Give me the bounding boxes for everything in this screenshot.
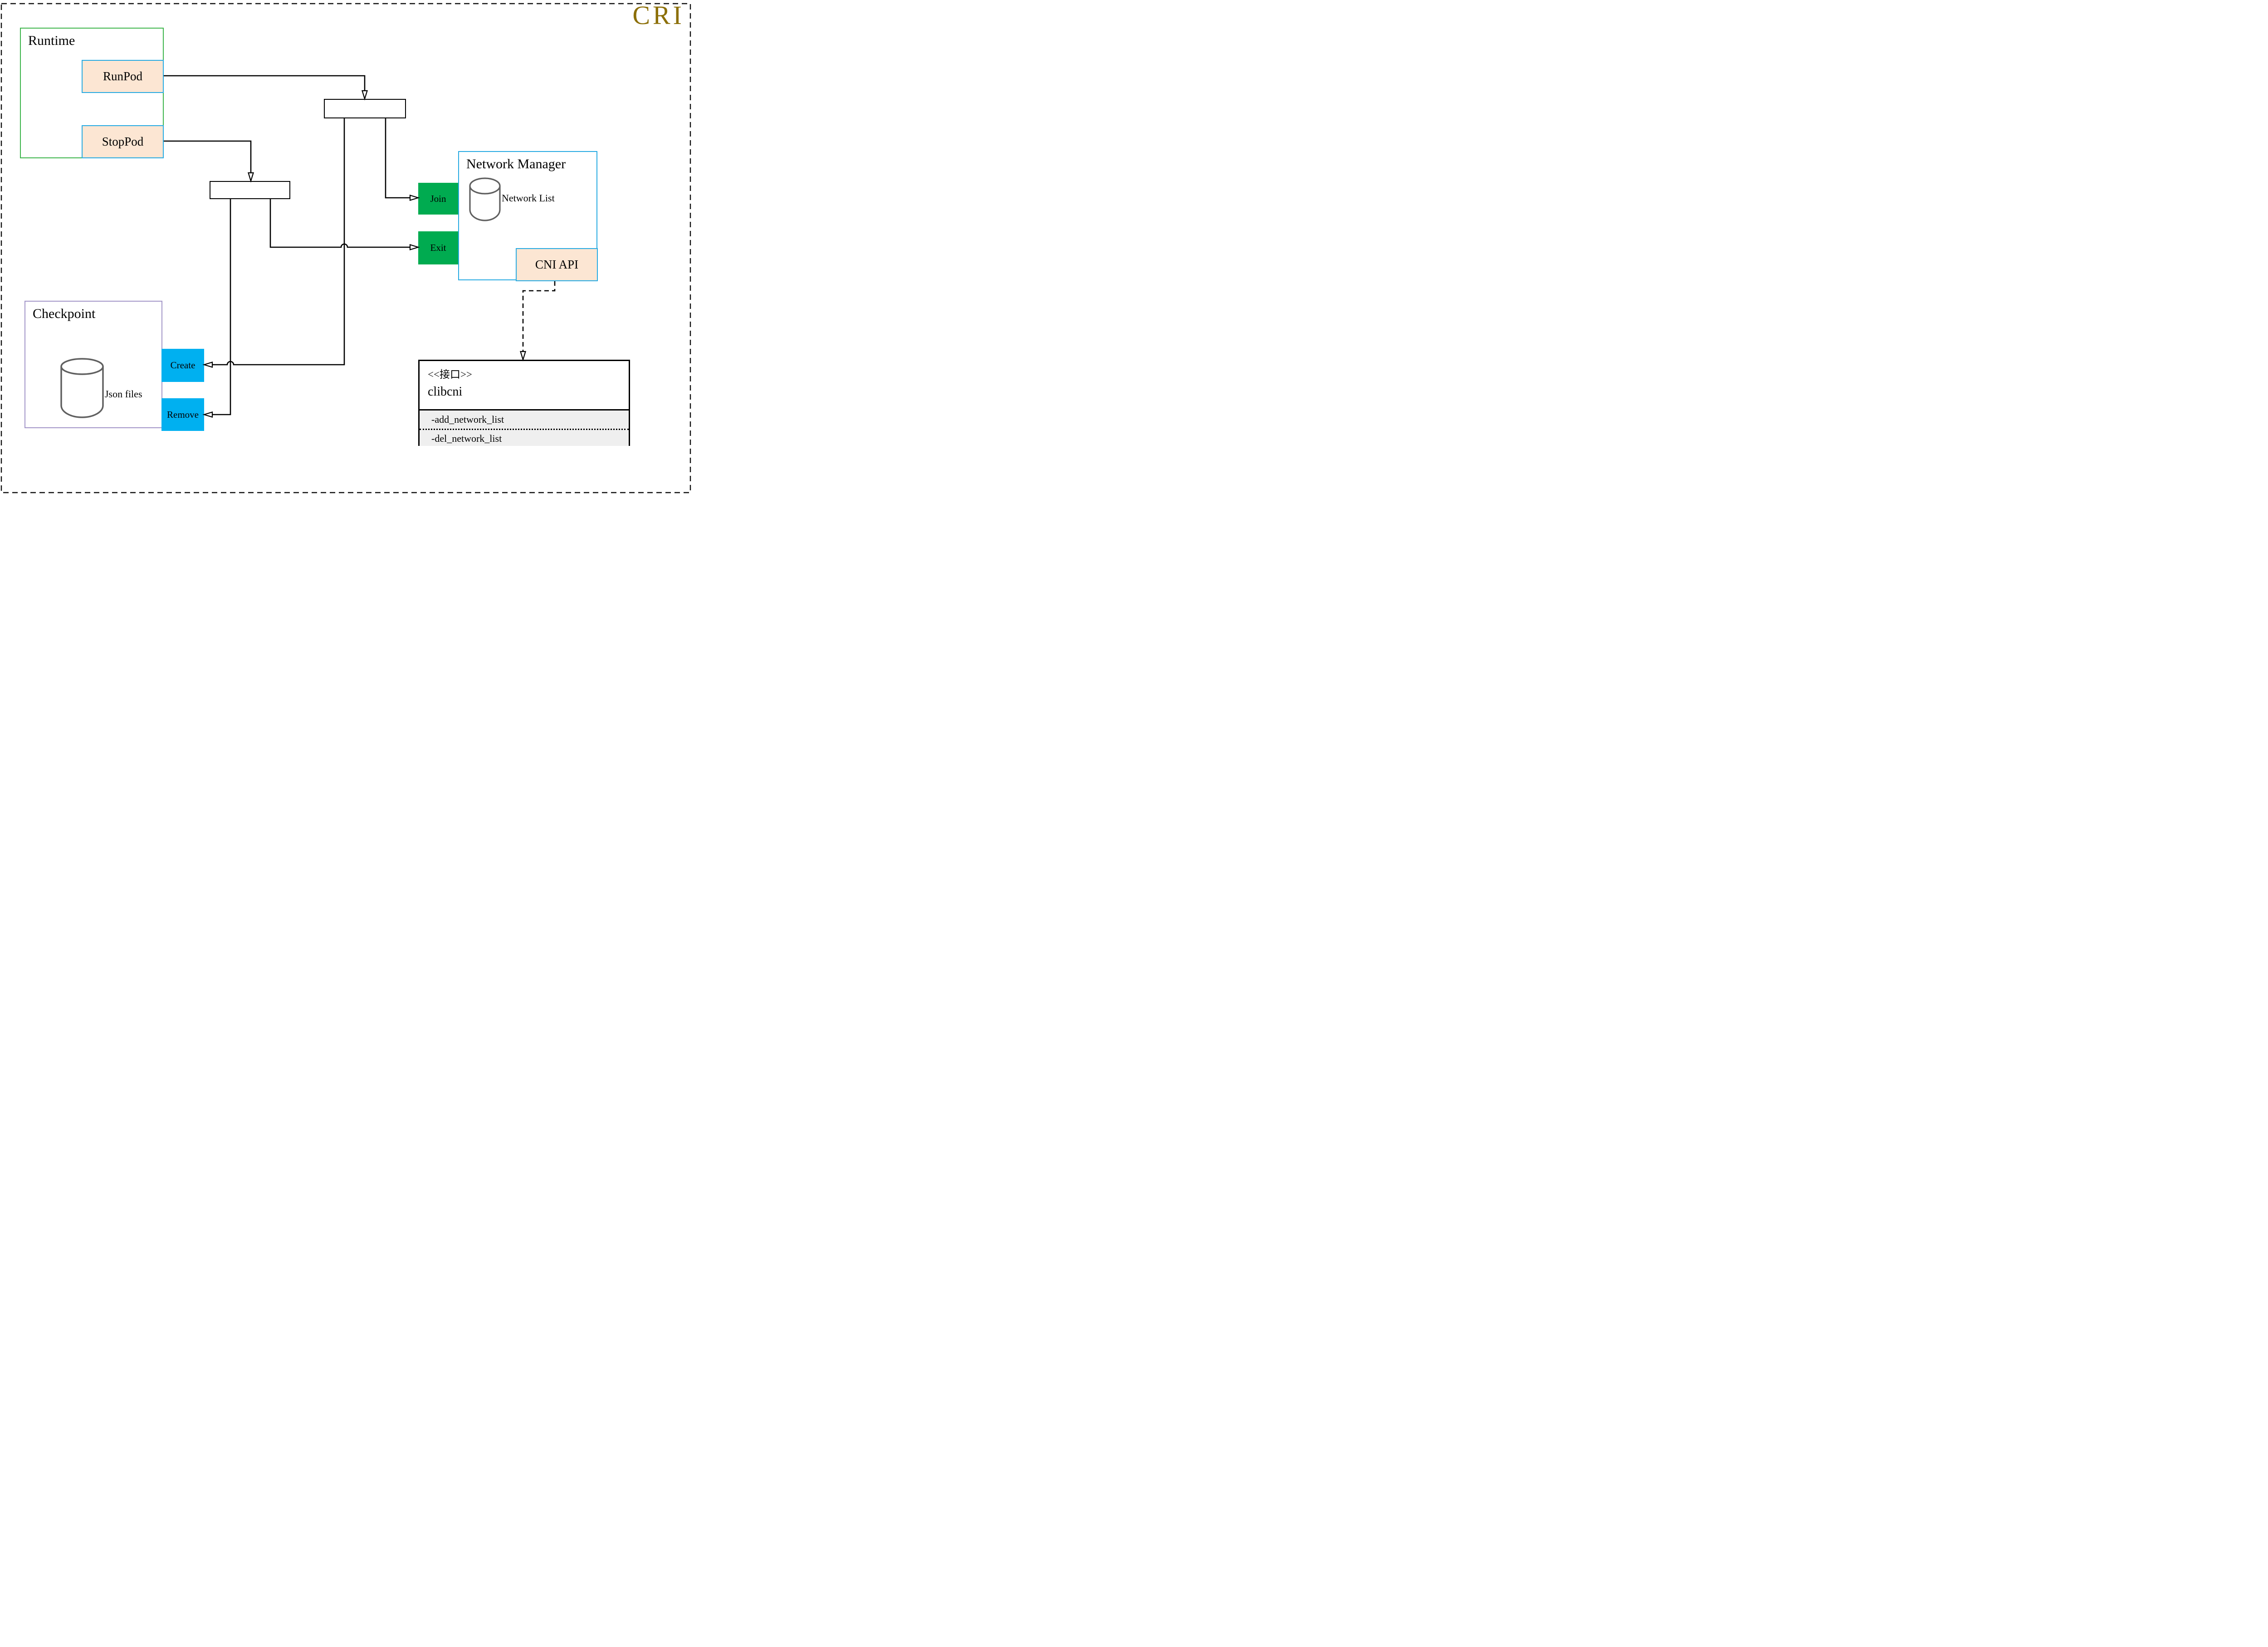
wire-runpod-to-node: [164, 75, 366, 91]
arrowhead-create: [202, 362, 213, 368]
cni-api-label: CNI API: [535, 258, 579, 271]
wire-node-to-create: [212, 118, 345, 366]
wire-node-to-join: [385, 118, 410, 199]
arrowhead-exit: [409, 244, 420, 250]
network-manager-title: Network Manager: [466, 156, 566, 171]
remove-node: Remove: [161, 398, 204, 431]
arrowhead-stoppod-node: [248, 172, 254, 183]
method-add-network-list: -add_network_list: [431, 414, 504, 425]
create-node: Create: [161, 349, 204, 382]
arrowhead-join: [409, 195, 420, 201]
stoppod-label: StopPod: [102, 135, 144, 148]
join-label: Join: [430, 193, 446, 204]
interface-name: clibcni: [428, 385, 463, 399]
runtime-title: Runtime: [28, 33, 75, 48]
json-files-label: Json files: [105, 388, 142, 400]
checkpoint-container: Checkpoint: [24, 301, 162, 428]
interface-stereotype: <<接口>>: [428, 369, 472, 380]
clibcni-header: <<接口>> clibcni: [420, 361, 629, 409]
wire-node-to-exit: [269, 199, 410, 248]
clibcni-methods-section: -add_network_list -del_network_list: [420, 409, 629, 446]
join-node: Join: [418, 183, 458, 215]
exit-node: Exit: [418, 231, 458, 264]
arrowhead-remove: [202, 411, 213, 418]
wire-node-to-remove: [212, 199, 231, 415]
diagram-title-cri: CRI: [632, 0, 684, 30]
wire-stoppod-to-node: [164, 140, 252, 173]
checkpoint-title: Checkpoint: [33, 306, 96, 321]
cni-api-node: CNI API: [516, 248, 598, 281]
method-del-network-list: -del_network_list: [420, 429, 629, 447]
stoppod-node: StopPod: [82, 125, 164, 158]
exit-label: Exit: [430, 242, 446, 253]
runpod-node: RunPod: [82, 60, 164, 93]
cri-architecture-diagram: CRI Runtime RunPod StopPod Checkpoint Js…: [0, 0, 703, 494]
unlabeled-node-runpod-flow: [324, 99, 406, 118]
network-list-label: Network List: [502, 192, 555, 204]
arrowhead-clibcni: [520, 351, 526, 362]
clibcni-interface-box: <<接口>> clibcni -add_network_list -del_ne…: [418, 360, 630, 446]
arrowhead-runpod-node: [362, 90, 368, 101]
runpod-label: RunPod: [103, 69, 143, 83]
wire-cniapi-to-clibcni: [522, 281, 556, 352]
remove-label: Remove: [167, 409, 199, 420]
create-label: Create: [170, 360, 196, 371]
unlabeled-node-stoppod-flow: [210, 181, 290, 199]
